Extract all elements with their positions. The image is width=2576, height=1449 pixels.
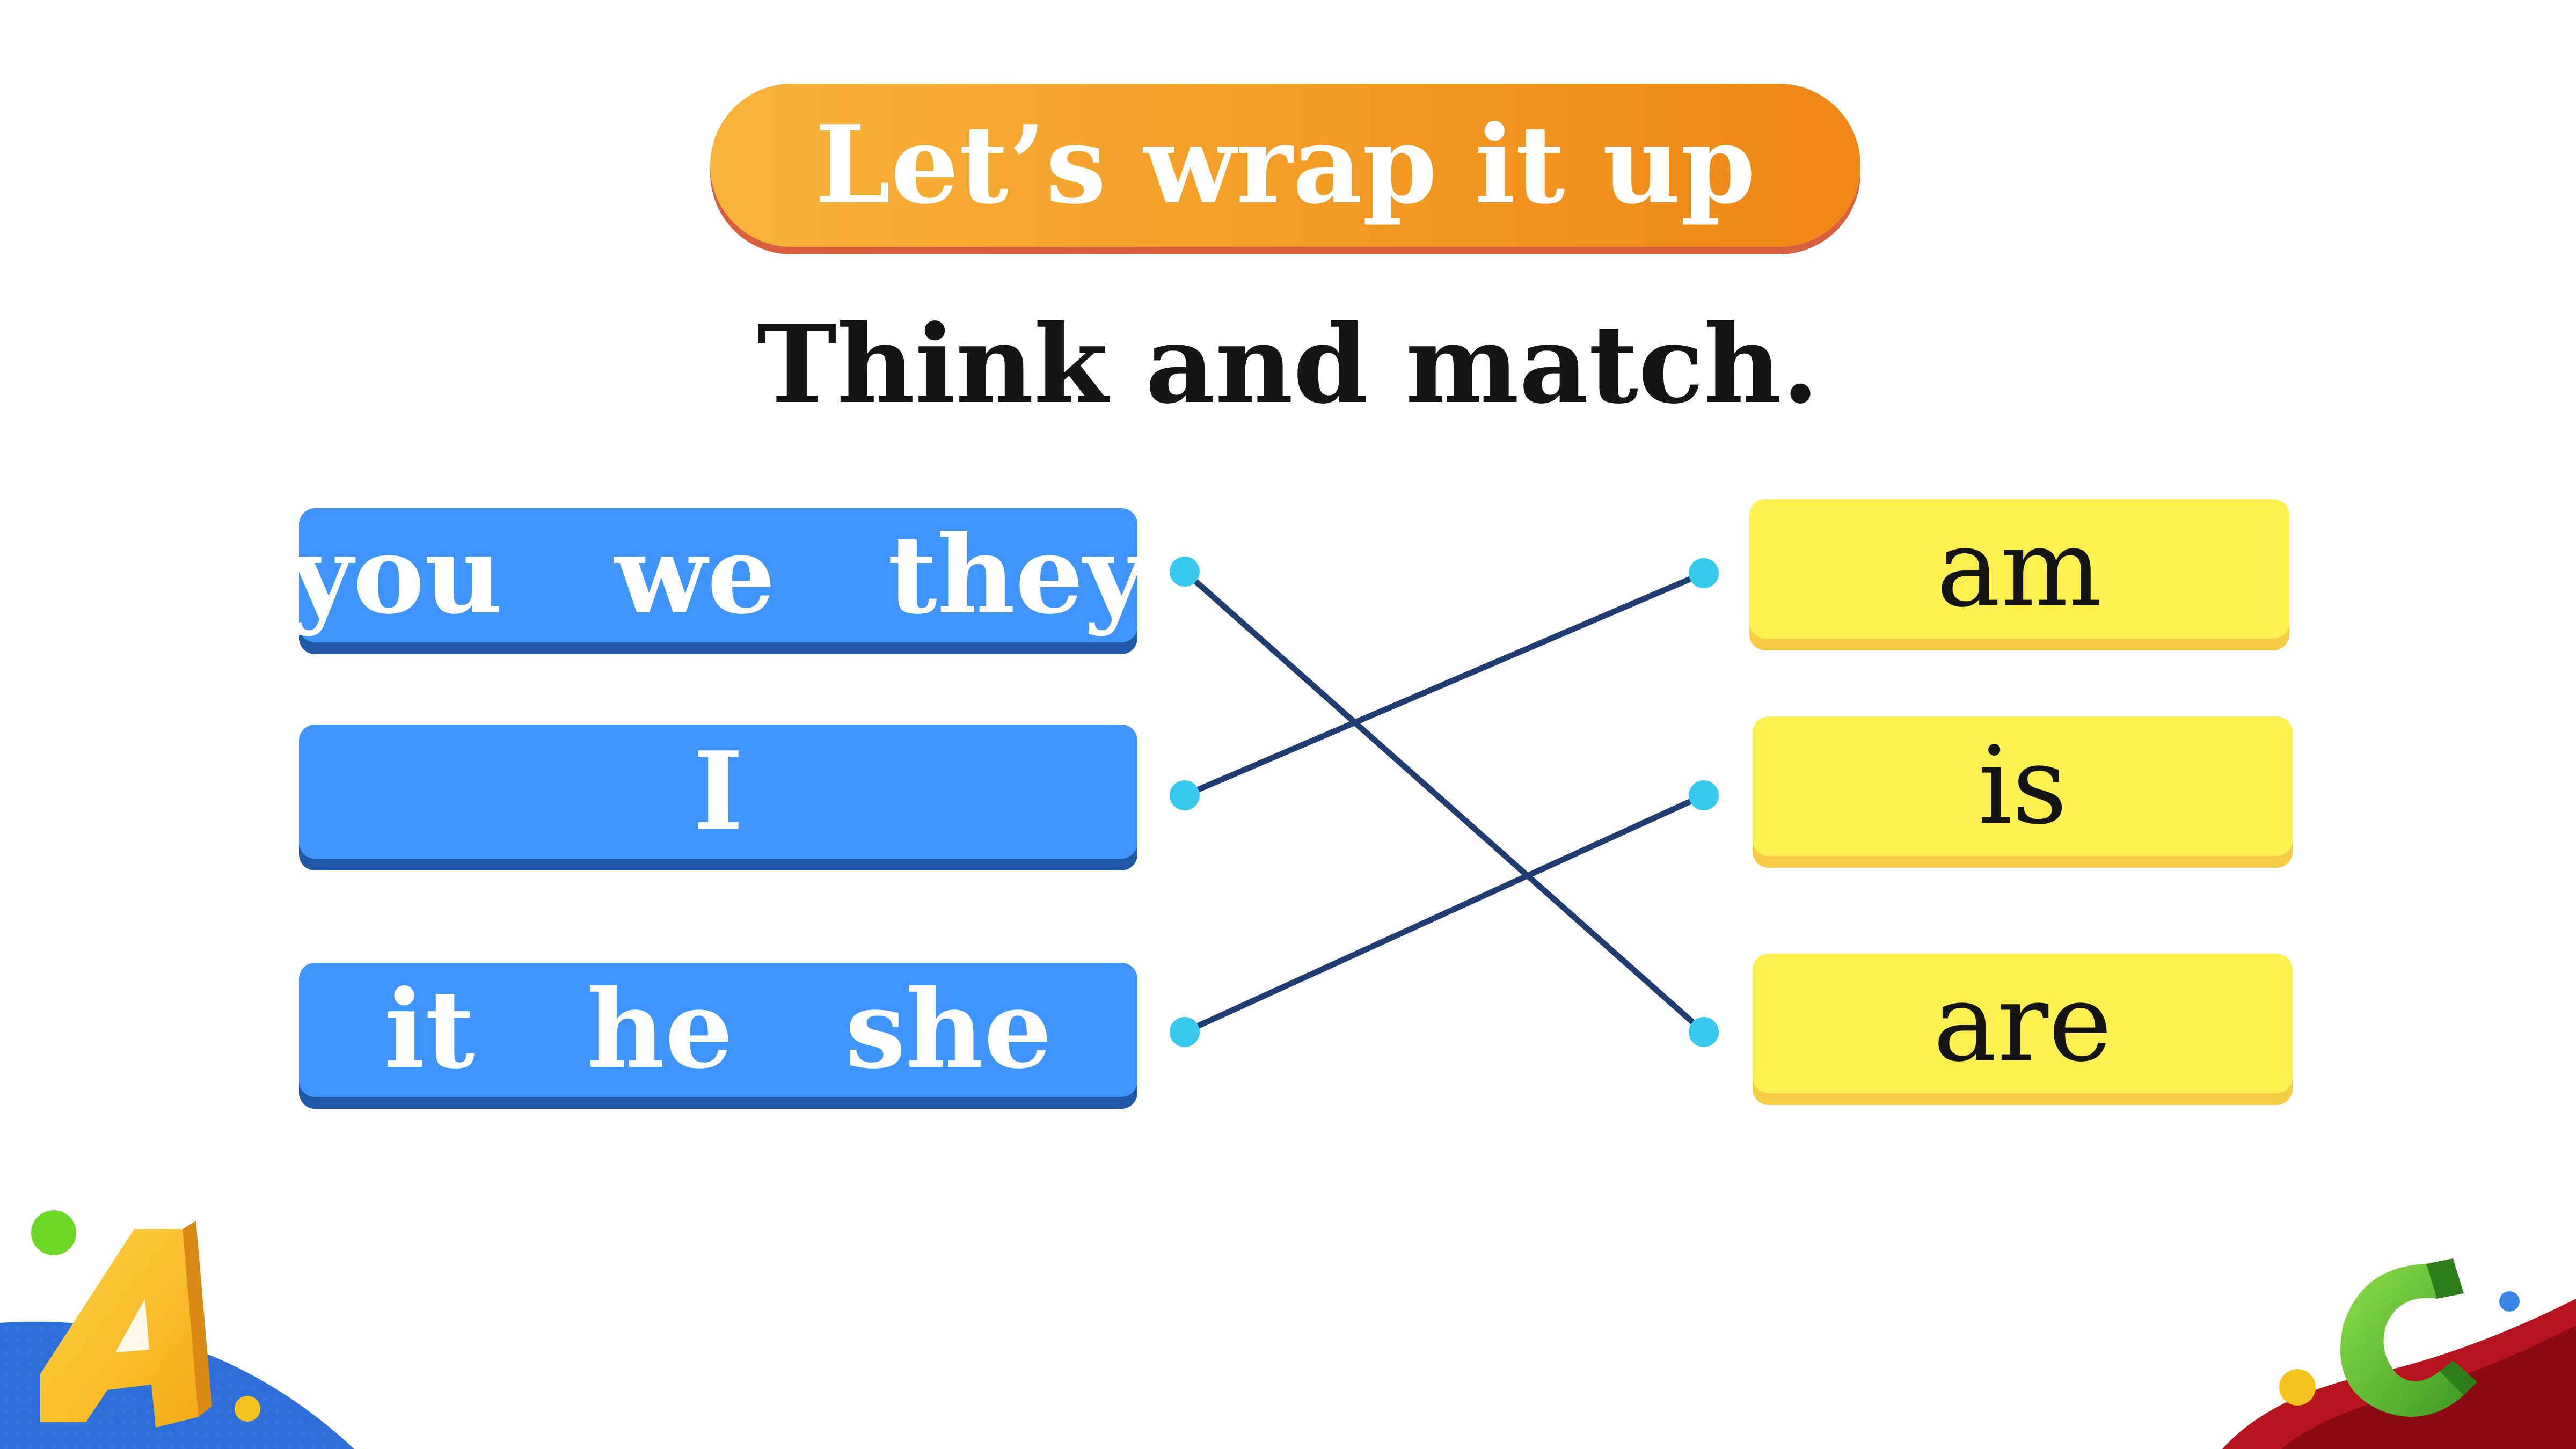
left-connector-dot[interactable] bbox=[1170, 780, 1200, 810]
right-connector-dot[interactable] bbox=[1689, 558, 1719, 588]
match-line[interactable] bbox=[1181, 792, 1707, 1035]
left-box-label: you we they bbox=[290, 512, 1146, 638]
title-banner: Let’s wrap it up bbox=[710, 84, 1860, 247]
right-box-are[interactable]: are bbox=[1753, 954, 2293, 1093]
left-box-label: I bbox=[693, 728, 743, 854]
right-box-label: am bbox=[1936, 506, 2103, 631]
left-box-i[interactable]: I bbox=[299, 724, 1137, 859]
left-box-it-he-she[interactable]: it he she bbox=[299, 963, 1137, 1097]
match-line[interactable] bbox=[1181, 570, 1707, 799]
right-box-am[interactable]: am bbox=[1749, 499, 2289, 639]
left-connector-dot[interactable] bbox=[1170, 1017, 1200, 1047]
right-connector-dot[interactable] bbox=[1689, 1017, 1719, 1047]
instruction-text: Think and match. bbox=[757, 302, 1819, 428]
right-box-is[interactable]: is bbox=[1753, 716, 2293, 856]
title-text: Let’s wrap it up bbox=[815, 102, 1756, 228]
left-connector-dot[interactable] bbox=[1170, 557, 1200, 587]
left-box-label: it he she bbox=[384, 967, 1053, 1093]
right-box-label: are bbox=[1933, 961, 2112, 1086]
right-connector-dot[interactable] bbox=[1689, 780, 1719, 810]
match-line[interactable] bbox=[1181, 568, 1707, 1035]
right-box-label: is bbox=[1977, 723, 2068, 848]
left-box-you-we-they[interactable]: you we they bbox=[290, 508, 1146, 642]
